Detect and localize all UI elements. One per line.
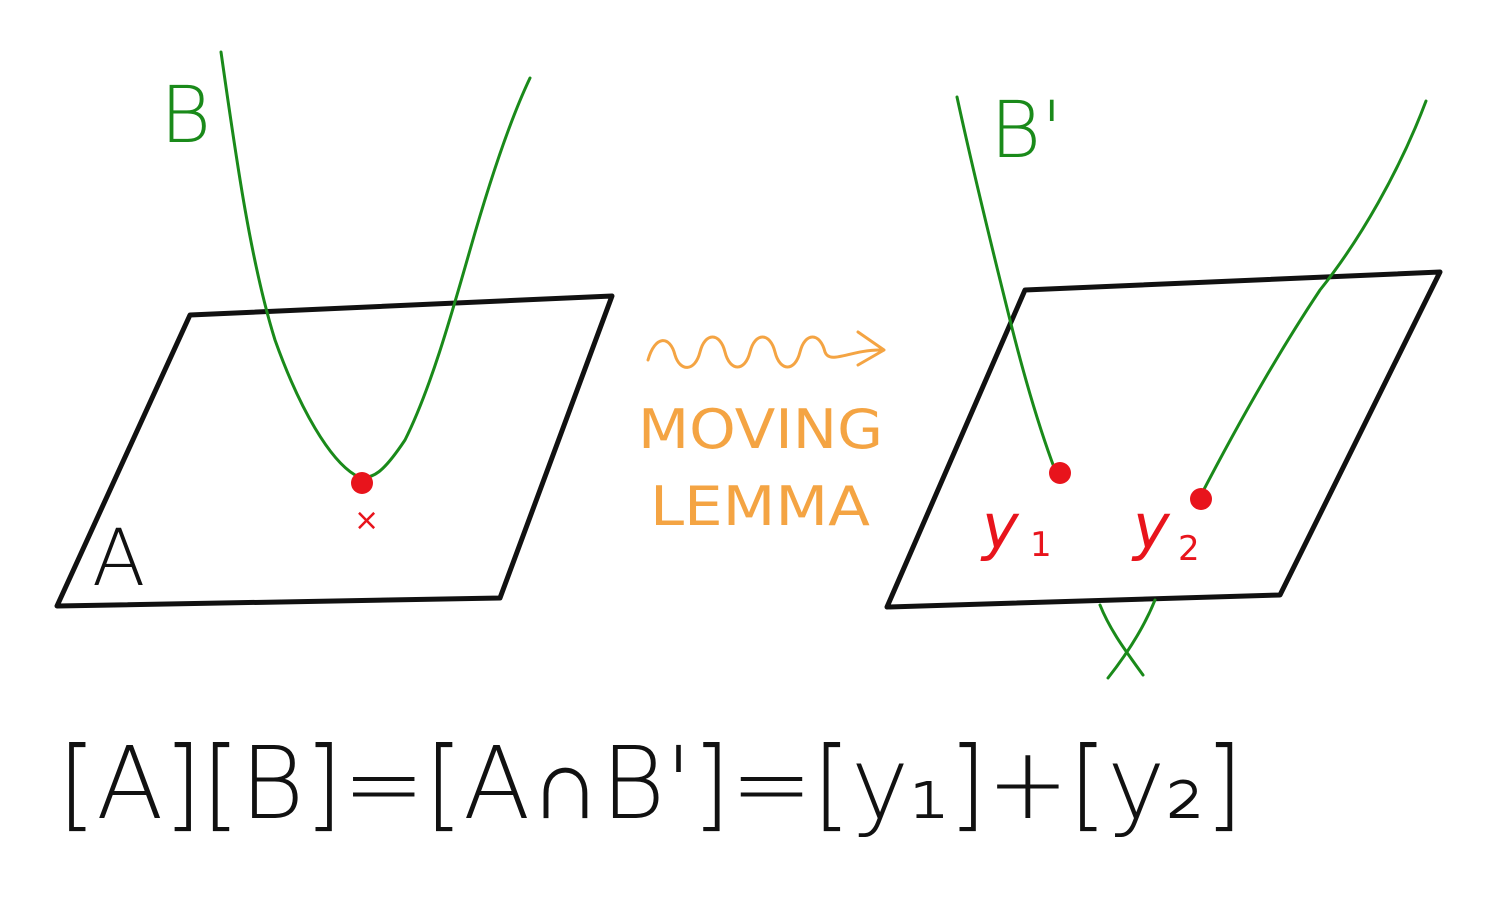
squiggly-arrow — [646, 335, 882, 369]
point-y2-subscript: 2 — [1178, 529, 1200, 569]
curve-b-prime-branch-1 — [955, 95, 1057, 472]
equation-row: [A][B]=[A∩B']=[y₁]+[y₂] — [58, 725, 1243, 842]
curve-b-prime-below-1 — [1098, 603, 1145, 677]
point-y1-subscript: 1 — [1030, 525, 1052, 565]
left-panel: × A B — [54, 50, 615, 609]
equation-text: [A][B]=[A∩B']=[y₁]+[y₂] — [58, 725, 1243, 842]
intersection-point-y1 — [1049, 462, 1071, 484]
right-panel: B' y 1 y 2 — [884, 86, 1443, 680]
curve-b — [219, 50, 532, 479]
curve-b-prime-label: B' — [990, 86, 1063, 176]
point-y2-label: y — [1131, 490, 1171, 563]
caption-moving: MOVING — [638, 398, 883, 461]
point-x-label: × — [354, 503, 379, 538]
arrow-head — [856, 330, 886, 367]
curve-b-label: B — [160, 71, 211, 161]
point-y1-label: y — [980, 490, 1020, 563]
caption-lemma: LEMMA — [650, 475, 870, 538]
curve-b-prime-below-2 — [1106, 598, 1157, 680]
curve-b-prime-branch-2 — [1198, 99, 1428, 499]
intersection-point-y2 — [1190, 488, 1212, 510]
plane-a-right — [884, 269, 1443, 610]
tangent-point — [351, 472, 373, 494]
moving-lemma-arrow: MOVING LEMMA — [638, 330, 886, 538]
plane-a-label: A — [92, 514, 145, 604]
plane-a — [54, 293, 615, 609]
